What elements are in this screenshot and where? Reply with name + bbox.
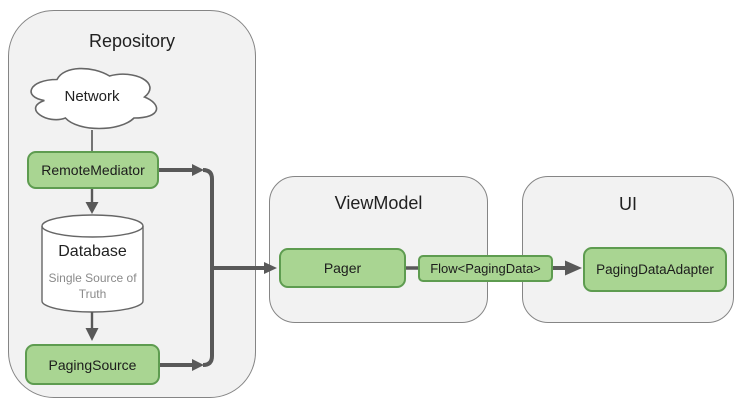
ui-title: UI	[619, 194, 637, 214]
node-paging-data-adapter: PagingDataAdapter	[583, 247, 727, 292]
node-paging-source: PagingSource	[25, 344, 160, 385]
paging-data-adapter-label: PagingDataAdapter	[596, 262, 714, 277]
viewmodel-title: ViewModel	[334, 193, 423, 213]
flow-pagingdata-label: Flow<PagingData>	[430, 261, 541, 276]
database-label: Database	[58, 243, 127, 260]
node-remote-mediator: RemoteMediator	[27, 151, 159, 189]
node-flow-pagingdata: Flow<PagingData>	[418, 255, 553, 282]
repository-container	[8, 10, 256, 398]
node-pager: Pager	[279, 248, 406, 288]
repository-title: Repository	[88, 31, 176, 51]
paging-source-label: PagingSource	[48, 356, 137, 373]
database-sublabel: Single Source of Truth	[48, 271, 137, 302]
network-label: Network	[64, 88, 120, 105]
remote-mediator-label: RemoteMediator	[41, 162, 145, 178]
pager-label: Pager	[323, 260, 362, 276]
